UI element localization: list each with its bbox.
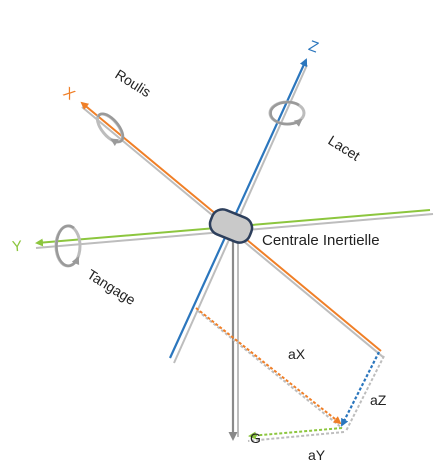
inertial-sensor [208, 208, 254, 244]
ay-label: aY [308, 447, 326, 463]
z-axis [168, 58, 308, 359]
az-label: aZ [370, 392, 387, 408]
yaw-label: Lacet [325, 132, 363, 164]
yaw-rotation-icon [268, 100, 306, 127]
gravity-label: G [250, 430, 261, 446]
x-axis-label: X [60, 84, 78, 104]
roll-label: Roulis [112, 66, 153, 100]
z-axis-label: Z [306, 37, 320, 56]
az-component [341, 351, 385, 432]
y-axis-label: Y [11, 238, 22, 256]
ax-label: aX [288, 346, 306, 362]
ay-component [247, 427, 345, 442]
roll-rotation-icon [95, 112, 125, 147]
gravity-vector [228, 238, 239, 441]
pitch-rotation-icon [54, 224, 82, 268]
sensor-label: Centrale Inertielle [262, 232, 380, 249]
ax-component [195, 307, 343, 429]
pitch-label: Tangage [84, 266, 138, 308]
